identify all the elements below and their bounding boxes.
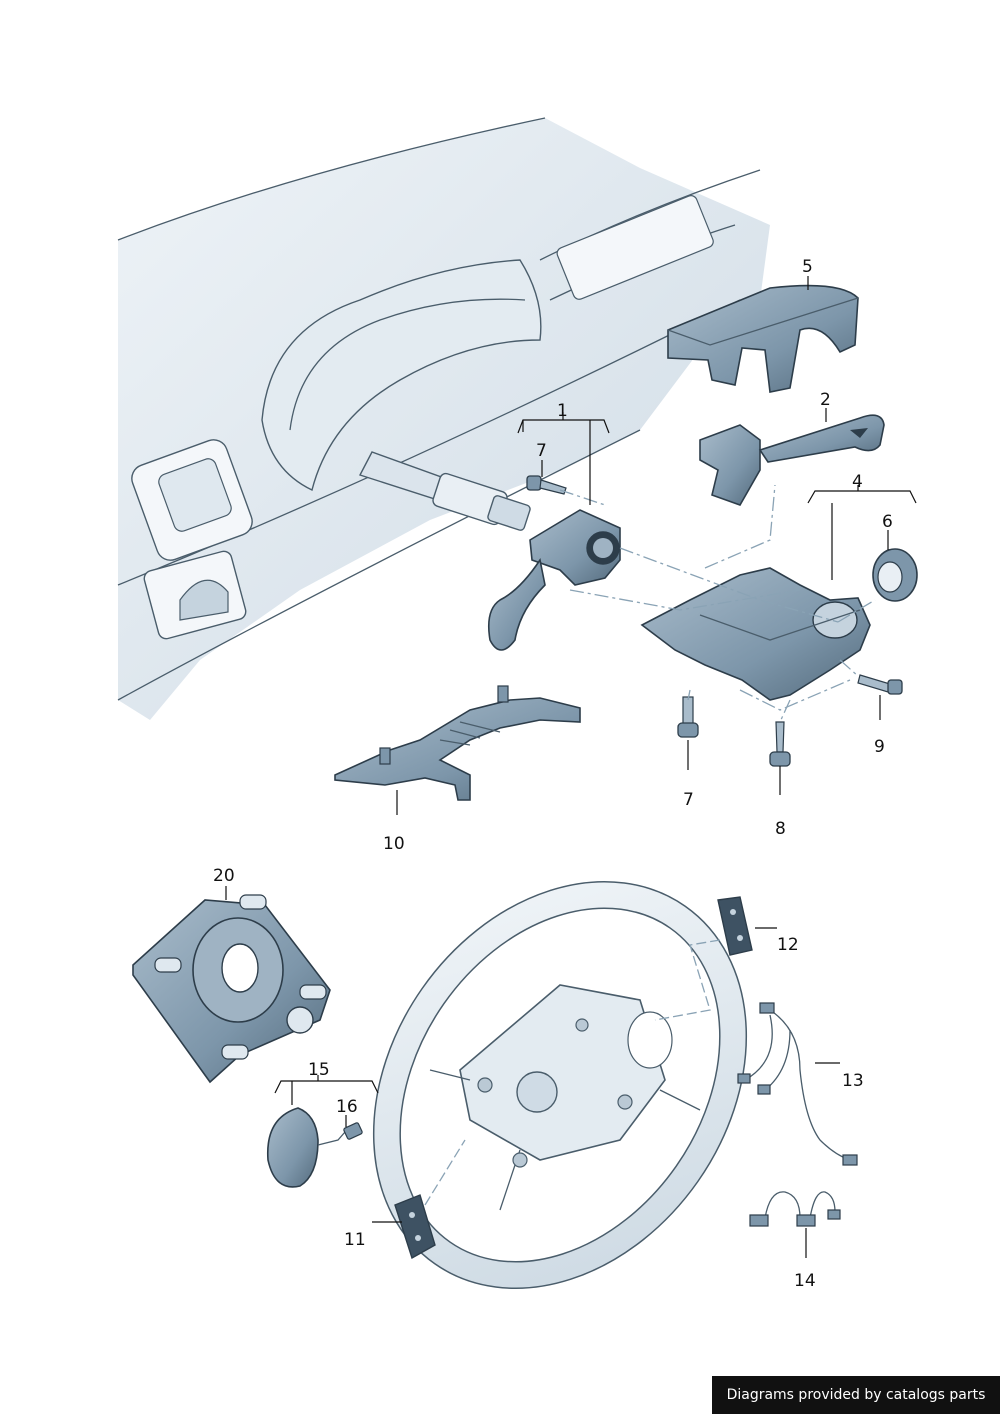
button-module-12 xyxy=(717,896,753,956)
callout-15: 15 xyxy=(308,1060,330,1080)
column-lower-cover xyxy=(640,567,871,701)
callout-13: 13 xyxy=(842,1071,864,1091)
horn-button-15 xyxy=(266,1107,346,1188)
ring-6 xyxy=(872,548,918,602)
callout-8: 8 xyxy=(775,819,786,839)
callout-1: 1 xyxy=(557,401,568,421)
assembly-line-12 xyxy=(654,939,721,1021)
callout-labels: 1 2 4 5 6 7 7 8 9 10 11 12 13 14 15 16 2… xyxy=(213,257,893,1291)
screw-7-upper xyxy=(526,475,567,495)
callout-2: 2 xyxy=(820,390,831,410)
callout-10: 10 xyxy=(383,834,405,854)
connector-16 xyxy=(343,1122,363,1140)
leader-lines xyxy=(225,276,917,1258)
slip-ring-20 xyxy=(132,894,331,1084)
callout-4: 4 xyxy=(852,472,863,492)
credit-banner: Diagrams provided by catalogs parts xyxy=(712,1376,1000,1414)
callout-20: 20 xyxy=(213,866,235,886)
screw-7-lower xyxy=(677,696,699,738)
callout-11: 11 xyxy=(344,1230,366,1250)
wiper-switch xyxy=(699,414,885,506)
assembly-line-11 xyxy=(424,1139,466,1206)
screw-8 xyxy=(769,721,791,767)
dashboard-illustration xyxy=(117,117,770,720)
callout-9: 9 xyxy=(874,737,885,757)
callout-7-upper: 7 xyxy=(536,441,547,461)
column-upper-cover xyxy=(667,284,859,393)
screw-9 xyxy=(857,674,903,695)
callout-6: 6 xyxy=(882,512,893,532)
bracket-10 xyxy=(334,685,581,801)
callout-16: 16 xyxy=(336,1097,358,1117)
assembly-lines xyxy=(559,484,876,723)
wiring-harness-13 xyxy=(737,1002,858,1166)
callout-14: 14 xyxy=(794,1271,816,1291)
cable-14 xyxy=(749,1191,841,1227)
callout-7-lower: 7 xyxy=(683,790,694,810)
turn-signal-switch xyxy=(487,509,621,651)
steering-wheel xyxy=(372,880,748,1290)
callout-5: 5 xyxy=(802,257,813,277)
callout-12: 12 xyxy=(777,935,799,955)
button-module-11 xyxy=(394,1194,436,1260)
